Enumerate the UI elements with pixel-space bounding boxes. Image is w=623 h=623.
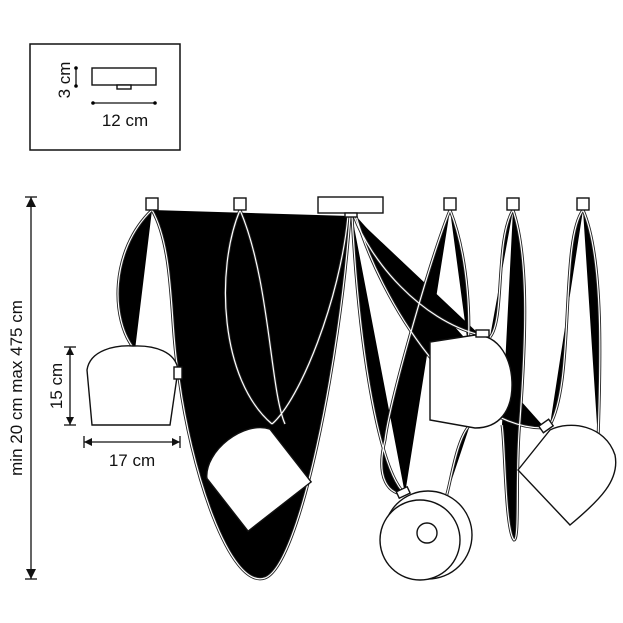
- dim-dot: [91, 101, 95, 105]
- cable-length-dimension: min 20 cm max 475 cm: [7, 196, 37, 580]
- shade-left: [86, 345, 183, 426]
- dim-dot: [74, 66, 78, 70]
- shade-right-1: [429, 329, 513, 429]
- ceiling-hook: [576, 197, 590, 211]
- arrow-up-icon: [26, 197, 36, 207]
- dim-dot: [74, 84, 78, 88]
- cable-outlet: [344, 212, 358, 218]
- canopy-inset: 3 cm 12 cm: [29, 43, 181, 151]
- ceiling-hook: [233, 197, 247, 211]
- shade-tilted-2: [517, 418, 617, 526]
- shade-height-label: 15 cm: [47, 363, 66, 409]
- shade-dimensions: 15 cm 17 cm: [47, 346, 181, 470]
- arrow-down-icon: [26, 569, 36, 579]
- inset-frame: [29, 43, 181, 151]
- ceiling-hook: [506, 197, 520, 211]
- ceiling: [145, 196, 590, 218]
- ceiling-canopy: [317, 196, 384, 214]
- canopy-outline: [91, 67, 157, 86]
- canopy-tab: [116, 84, 132, 90]
- canopy-width-label: 12 cm: [102, 111, 148, 130]
- dim-dot: [153, 101, 157, 105]
- ceiling-hook: [145, 197, 159, 211]
- cables: [116, 208, 602, 581]
- canopy-height-label: 3 cm: [55, 62, 74, 99]
- shade-tilted-1: [206, 426, 313, 533]
- shade-round: [379, 485, 473, 581]
- cable-length-label: min 20 cm max 475 cm: [7, 300, 26, 476]
- shade-width-label: 17 cm: [109, 451, 155, 470]
- ceiling-hook: [443, 197, 457, 211]
